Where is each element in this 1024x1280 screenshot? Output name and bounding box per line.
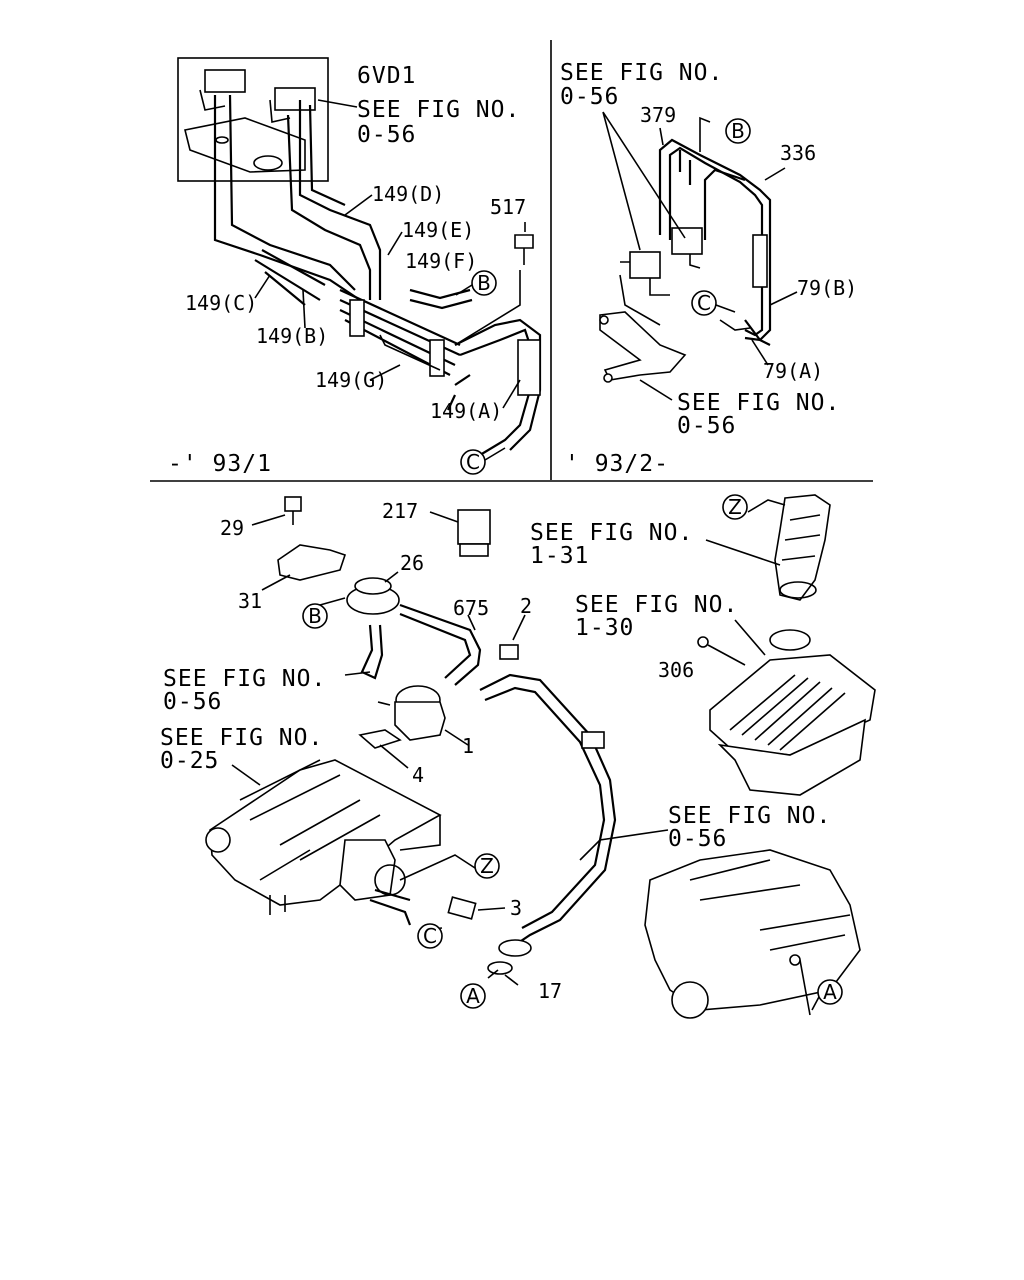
hose-336 [703,168,746,240]
callout-circle-B-bottom [302,603,328,629]
see-fig-131-ref: 1-31 [530,543,589,569]
see-fig-ref: 0-56 [357,122,416,148]
see-fig-130-label: SEE FIG NO. [575,592,738,618]
part-1: 1 [462,734,474,758]
air-duct [774,494,831,601]
part-149F: 149(F) [405,249,477,273]
valve-bracket [599,311,687,381]
gasket-4 [358,729,402,749]
part-149A: 149(A) [430,399,502,423]
part-79B: 79(B) [797,276,857,300]
part-31: 31 [238,589,262,613]
part-17: 17 [538,979,562,1003]
bolt-29 [284,496,302,512]
period-label-left: -' 93/1 [168,451,272,477]
part-29: 29 [220,516,244,540]
see-fig-056a-label: SEE FIG NO. [163,666,326,692]
callout-Z2-text: Z [480,854,494,878]
bracket-hole-small [215,136,229,144]
bolt-2 [499,644,519,660]
bracket-31 [277,544,347,581]
bottom-panel: 29 217 26 31 675 2 306 1 4 3 17 SEE FIG … [160,494,876,1019]
callout-A1-text: A [466,984,480,1008]
period-label-right: ' 93/2- [565,451,669,477]
part-149E: 149(E) [402,218,474,242]
air-cleaner-box [709,654,876,756]
see-fig-label: SEE FIG NO. [357,97,520,123]
callout-B-bottom-text: B [308,604,322,628]
egr-pipe [479,673,617,946]
bracket-hole [253,155,283,171]
see-fig-label-2: SEE FIG NO. [677,390,840,416]
callout-circle-Z2 [474,853,500,879]
bolt-517 [514,234,534,249]
bolt-306 [697,636,709,648]
hose-149E [286,114,372,300]
see-fig-ref-2: 0-56 [677,413,736,439]
hose-149D [298,100,382,300]
callout-A2-text: A [823,980,837,1004]
hose-675 [399,603,482,686]
callout-circle-C [460,449,486,475]
callout-circle-A1 [460,983,486,1009]
callout-circle-C-bottom [417,923,443,949]
callout-circle-A2 [817,979,843,1005]
solenoid-valve-left [204,69,246,93]
detail-box [177,57,329,182]
callout-C-right-text: C [697,291,711,315]
see-fig-130-ref: 1-30 [575,615,634,641]
callout-circle-B-right [725,118,751,144]
see-fig-131-label: SEE FIG NO. [530,520,693,546]
solenoid-valve-b [671,227,703,255]
part-217: 217 [382,499,418,523]
part-4: 4 [412,763,424,787]
solenoid-valve-right [274,87,316,111]
callout-C-bottom-text: C [423,924,437,948]
hose-379 [658,138,772,342]
see-fig-056a-ref: 0-56 [163,689,222,715]
callout-B-right-text: B [731,119,745,143]
see-fig-025-label: SEE FIG NO. [160,725,323,751]
callout-B-text: B [477,271,491,295]
part-2: 2 [520,594,532,618]
callout-circle-Z1 [722,494,748,520]
top-right-panel: SEE FIG NO. 0-56 379 336 79(B) 79(A) SEE… [560,60,857,477]
hose-149B [228,94,356,291]
part-149B: 149(B) [256,324,328,348]
engine-label: 6VD1 [357,63,416,89]
part-149G: 149(G) [315,368,387,392]
see-fig-056b-label: SEE FIG NO. [668,803,831,829]
callout-circle-B [471,270,497,296]
part-3: 3 [510,896,522,920]
callout-C-text: C [466,450,480,474]
part-517: 517 [490,195,526,219]
part-149D: 149(D) [372,182,444,206]
hose-149C [213,95,361,301]
bracket-plate [184,117,306,173]
part-149C: 149(C) [185,291,257,315]
see-fig-025-ref: 0-25 [160,748,219,774]
solenoid-valve-a [629,251,661,279]
part-379: 379 [640,103,676,127]
callout-Z1-text: Z [728,495,742,519]
pipe-bundle-149G [339,289,461,376]
see-fig-056b-ref: 0-56 [668,826,727,852]
part-336: 336 [780,141,816,165]
part-79A: 79(A) [763,359,823,383]
part-306: 306 [658,658,694,682]
relay-217 [457,509,491,545]
callout-circle-C-right [691,290,717,316]
part-675: 675 [453,596,489,620]
part-26: 26 [400,551,424,575]
see-fig-label-1: SEE FIG NO. [560,60,723,86]
top-left-panel: 6VD1 SEE FIG NO. 0-56 149(D) 149(E) 149(… [168,57,542,477]
hose-3 [447,896,477,920]
see-fig-ref-1: 0-56 [560,84,619,110]
